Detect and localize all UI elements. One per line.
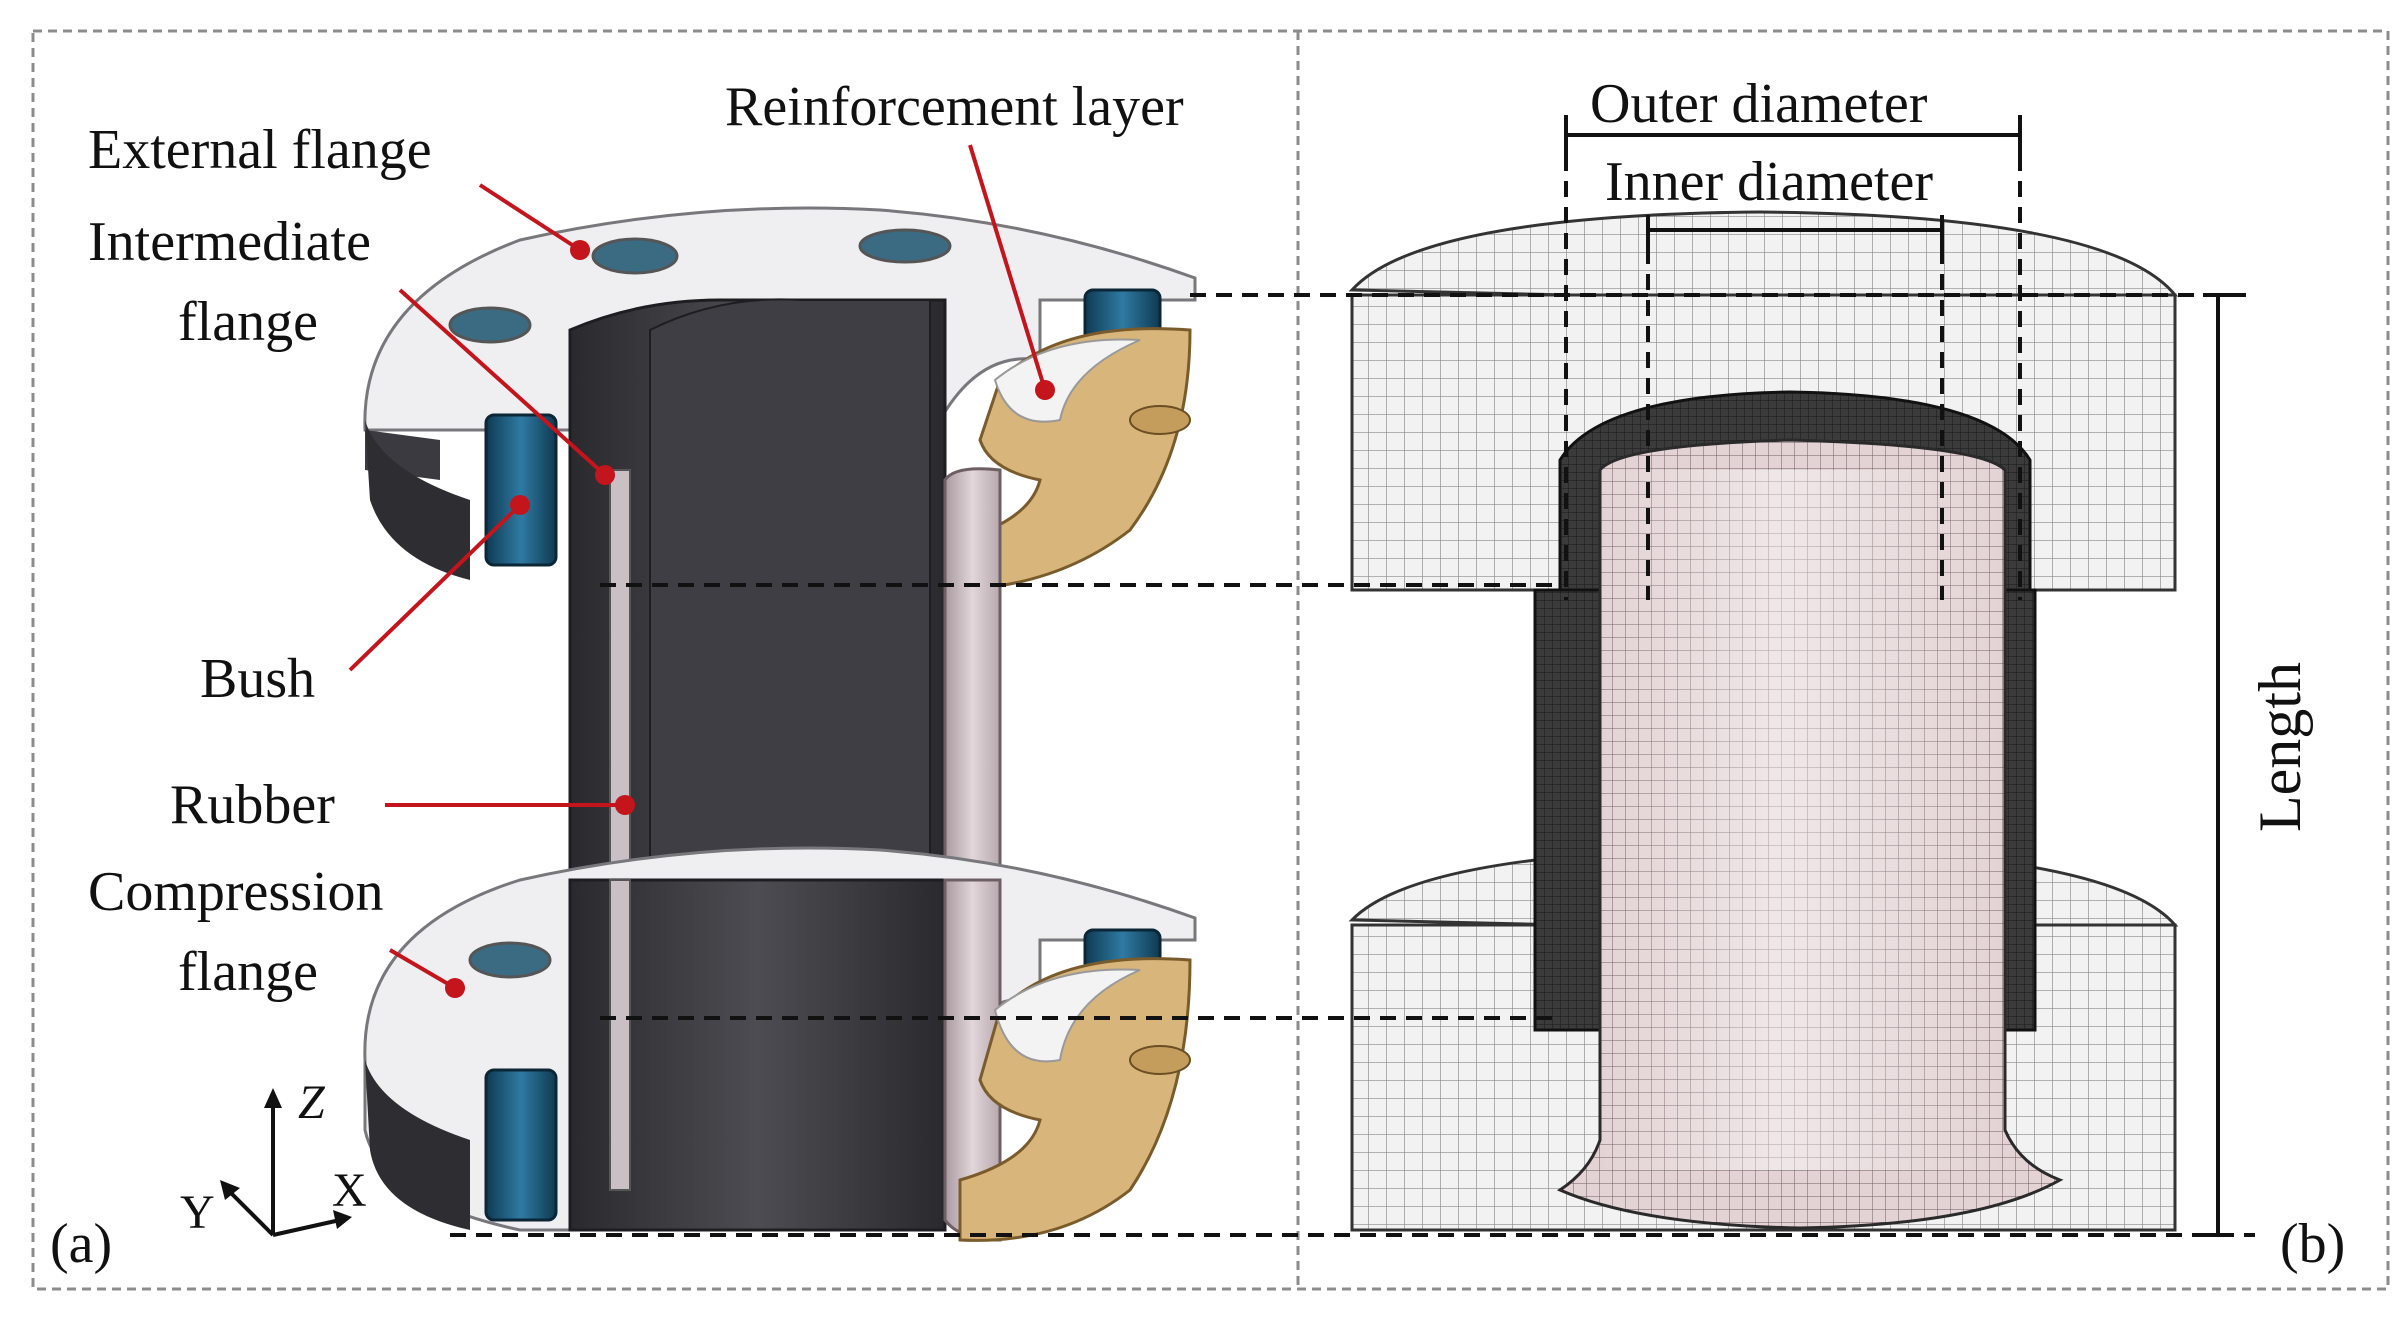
axis-x-label: X [332, 1164, 367, 1217]
leader-dot [510, 495, 530, 515]
inner-light-ring-bottom [993, 968, 1141, 1063]
leader-intermediate [398, 288, 607, 477]
top-flange-dark-band [365, 420, 470, 580]
label-intermediate-line1: Intermediate [88, 211, 371, 273]
inner-light-ring-top [993, 338, 1141, 423]
leader-dot [1035, 380, 1055, 400]
bottom-flange-dark-band [365, 1060, 470, 1230]
dimension-lines [450, 115, 2255, 1237]
label-bush: Bush [200, 648, 315, 710]
label-reinforcement-layer: Reinforcement layer [725, 76, 1184, 138]
dim-inner-diameter: Inner diameter [1605, 151, 1933, 213]
bush-top-left [484, 413, 558, 567]
mesh-top-flange-top-face [1348, 210, 2179, 297]
figure-frame [31, 29, 2390, 1291]
panel-b-mesh-model [1348, 210, 2179, 1232]
axis-y-label: Y [180, 1186, 215, 1239]
reinforcement-hole [1129, 1045, 1191, 1075]
mesh-liner-highlight [1600, 470, 2005, 1170]
leader-dot [595, 465, 615, 485]
dim-outer-diameter: Outer diameter [1590, 73, 1928, 135]
leader-external-flange [478, 183, 582, 252]
label-external-flange: External flange [88, 119, 432, 181]
dim-length: Length [2247, 662, 2313, 832]
reinforcement-hole [1129, 405, 1191, 435]
intermediate-flange-lower [609, 879, 631, 1191]
bush-bottom-left [484, 1068, 558, 1222]
axis-triad [220, 1088, 352, 1237]
leader-lines [348, 144, 1055, 998]
bolt-hole [591, 237, 679, 275]
bolt-hole [468, 941, 552, 979]
label-intermediate-line2: flange [178, 291, 318, 353]
panel-a-tag: (a) [50, 1213, 112, 1275]
label-compression-line2: flange [178, 941, 318, 1003]
leader-dot [570, 240, 590, 260]
bolt-hole [448, 306, 532, 344]
axis-z-label: Z [298, 1076, 326, 1129]
bolt-hole [858, 228, 952, 264]
leader-dot [615, 795, 635, 815]
leader-reinforcement [968, 144, 1047, 391]
label-compression-line1: Compression [88, 861, 384, 923]
leader-bush [348, 503, 522, 672]
panel-b-tag: (b) [2280, 1213, 2345, 1275]
leader-compression [388, 948, 457, 990]
leader-dot [445, 978, 465, 998]
label-rubber: Rubber [170, 774, 335, 836]
rubber-body-lower [568, 878, 947, 1232]
panel-a-illustration [363, 206, 1197, 1242]
